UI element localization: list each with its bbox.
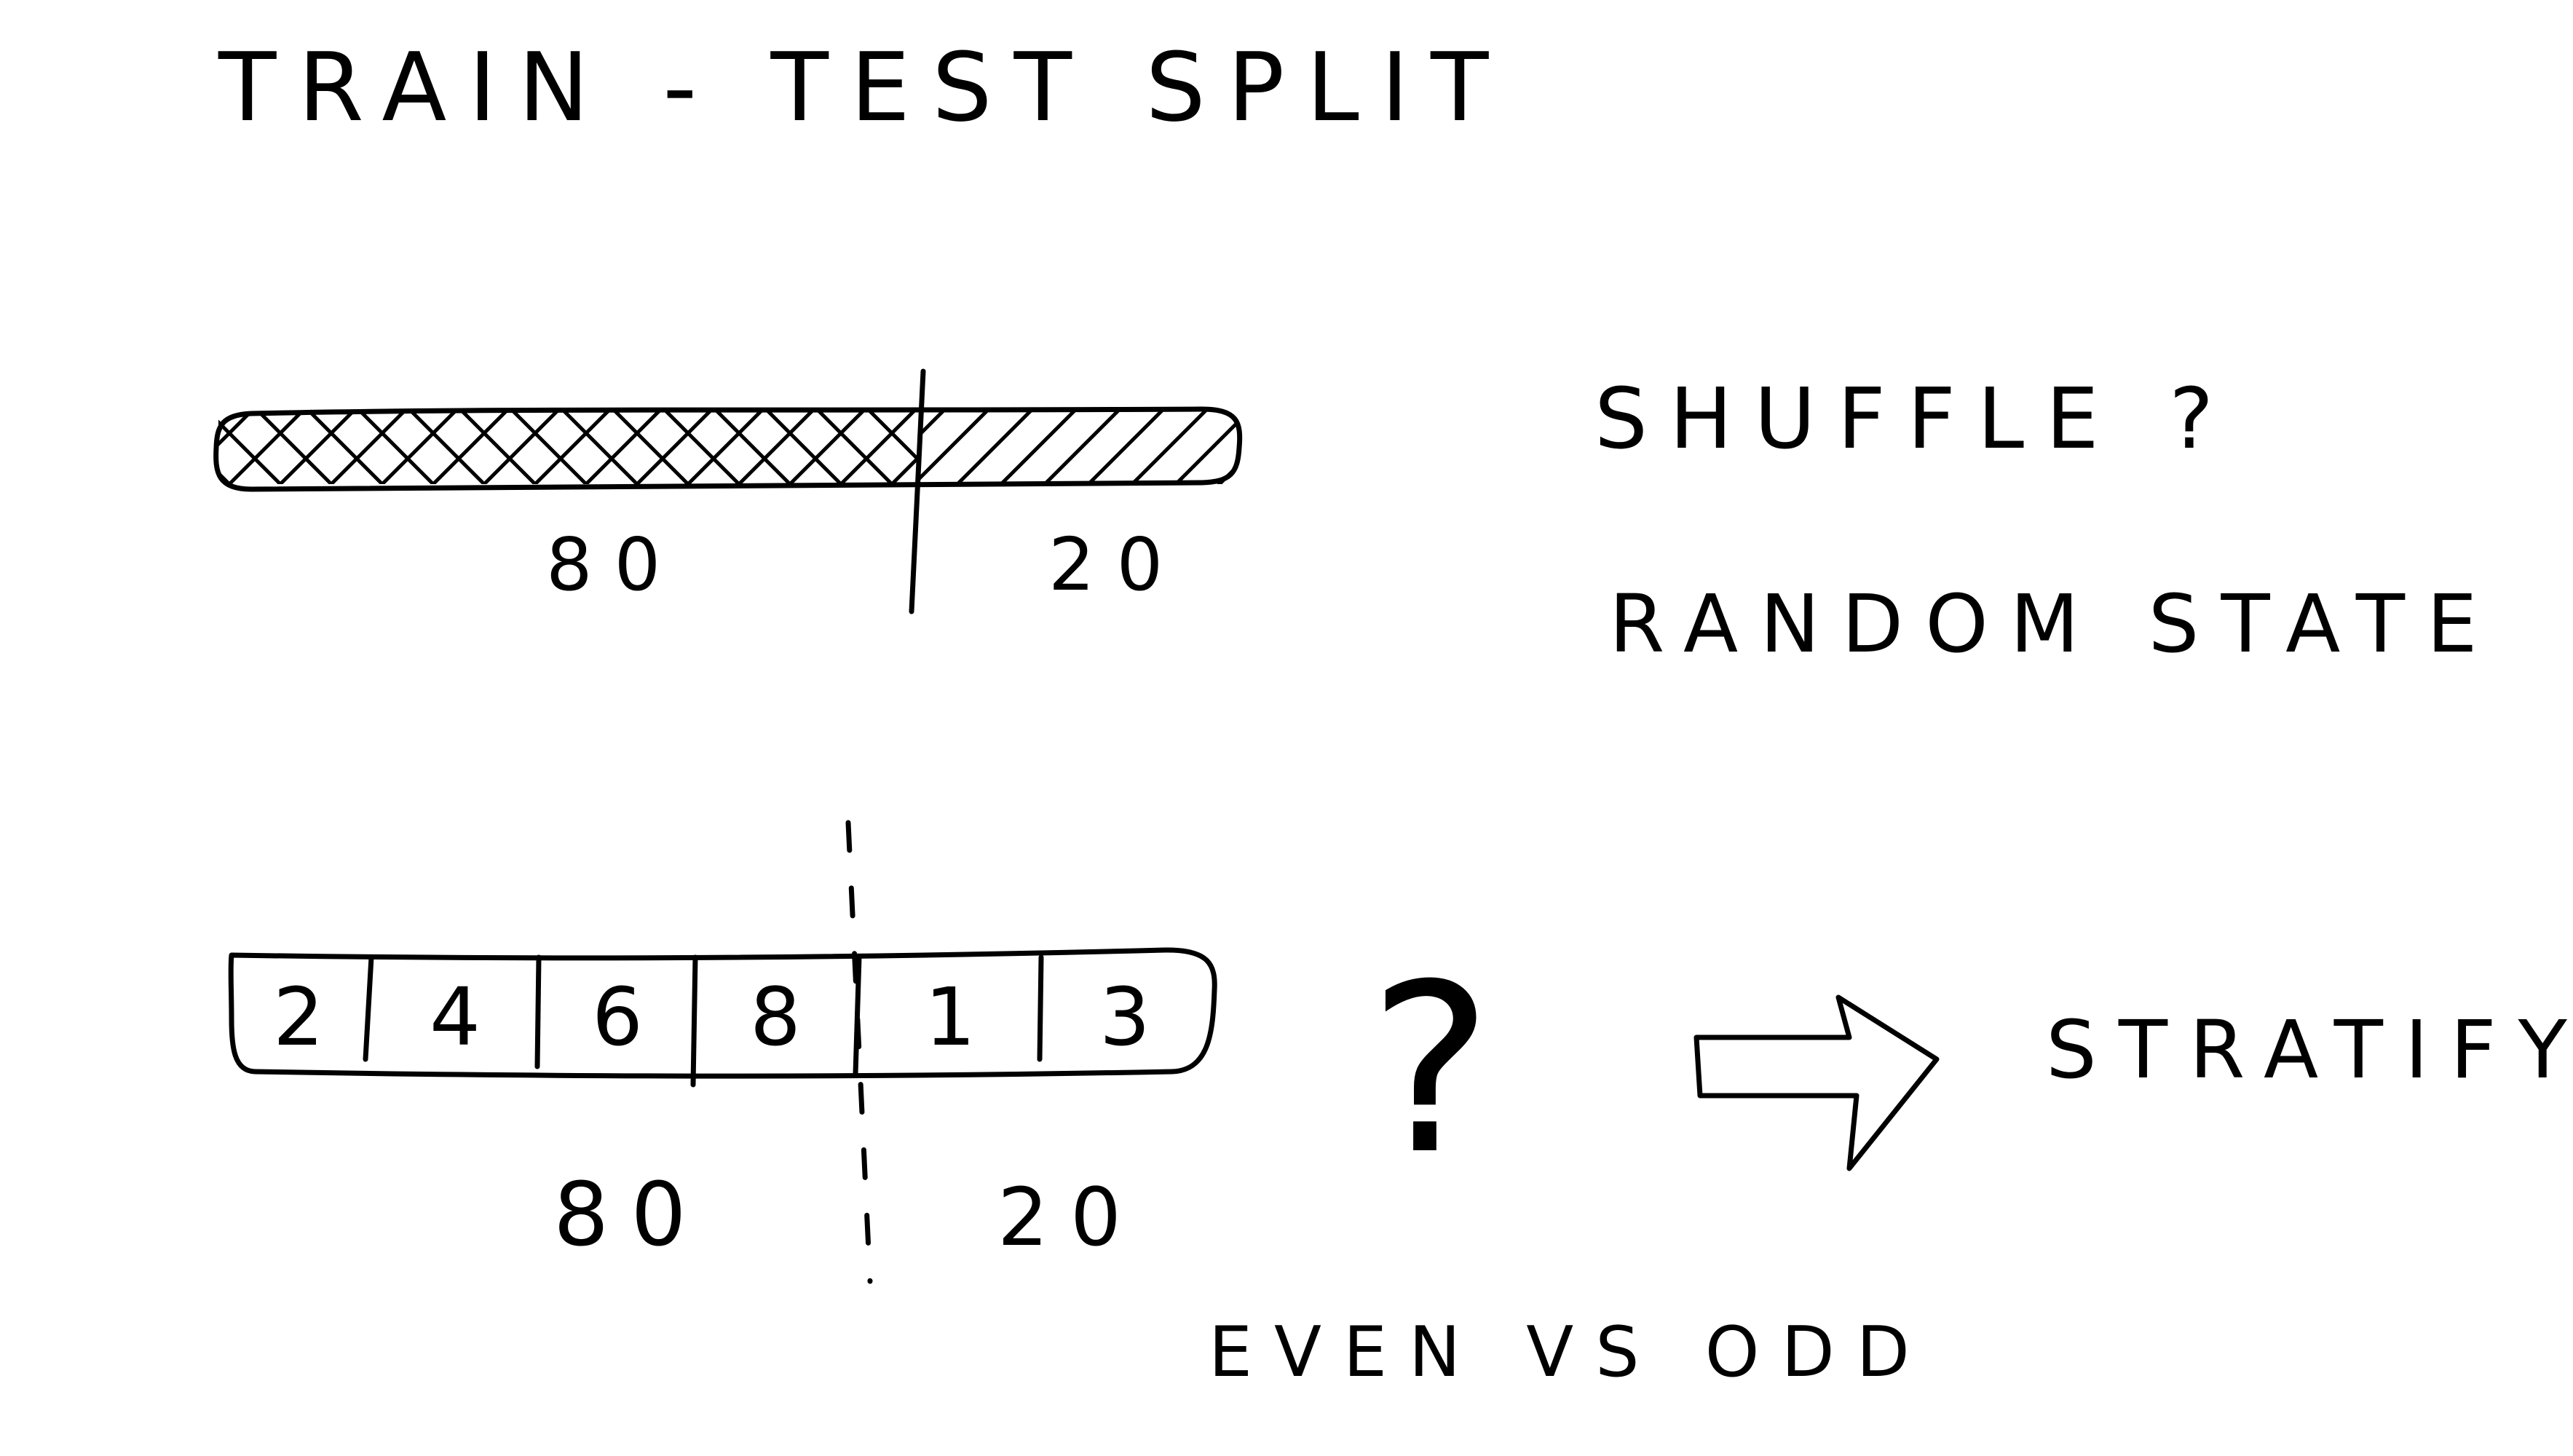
question-mark: ? [1369, 935, 1493, 1206]
bottom-cell-divider [534, 954, 542, 1069]
bottom-cell-values: 2 4 6 8 1 3 [273, 970, 1150, 1064]
top-test-segment [917, 411, 1238, 484]
bottom-cell-value: 2 [273, 970, 324, 1064]
even-vs-odd-caption: EVEN VS ODD [1209, 1313, 1932, 1393]
bottom-cell-divider [1037, 954, 1044, 1062]
stratify-label: STRATIFY [2046, 1003, 2573, 1096]
top-split-bar [213, 406, 1243, 492]
top-test-label: 20 [1048, 522, 1185, 607]
bottom-cell-divider [853, 954, 862, 1077]
bottom-cell-value: 4 [430, 970, 481, 1064]
bottom-split-bar: 2 4 6 8 1 3 [228, 947, 1217, 1088]
bottom-cell-value: 8 [750, 970, 801, 1064]
random-state-note: RANDOM STATE [1609, 577, 2499, 670]
top-train-segment [218, 411, 917, 484]
bottom-cell-value: 6 [592, 970, 643, 1064]
top-split-divider [909, 368, 926, 614]
shuffle-note: SHUFFLE ? [1594, 371, 2235, 468]
bottom-cell-divider [690, 954, 698, 1088]
bottom-bar-outline [228, 947, 1217, 1079]
page-title: TRAIN - TEST SPLIT [218, 32, 1510, 143]
bottom-train-label: 80 [553, 1165, 708, 1266]
arrow-right-icon [1693, 994, 1940, 1171]
bottom-cell-value: 3 [1099, 970, 1150, 1064]
bottom-cell-divider [363, 954, 374, 1062]
top-train-label: 80 [546, 522, 682, 607]
bottom-split-divider [845, 820, 873, 1284]
bottom-cell-value: 1 [925, 970, 976, 1064]
bottom-test-label: 20 [997, 1171, 1143, 1264]
top-bar-outline [213, 406, 1243, 492]
